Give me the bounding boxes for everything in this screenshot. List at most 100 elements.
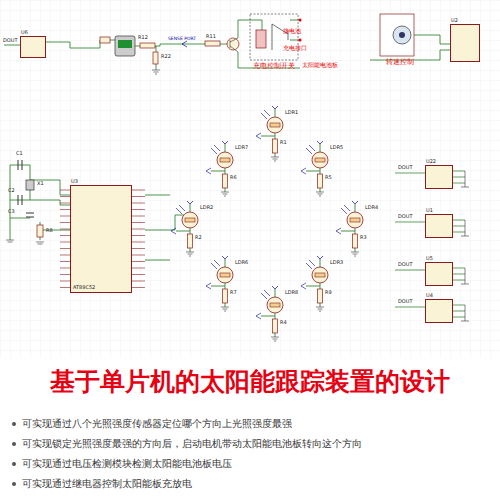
- part-label: R8: [46, 228, 53, 233]
- ldr-element: [315, 273, 325, 277]
- net-terminal: [301, 168, 306, 174]
- net-terminal: [206, 168, 211, 174]
- ground-symbol: [186, 252, 194, 256]
- pin: [60, 190, 70, 191]
- net-terminal: [336, 228, 341, 234]
- light-arrow: [176, 205, 185, 214]
- part-label: LDR2: [200, 205, 213, 210]
- pin: [132, 235, 145, 236]
- ic-chip: U2: [450, 24, 480, 62]
- resistor-symbol: [318, 289, 323, 303]
- part-label: C1: [16, 151, 23, 156]
- ground-symbol: [316, 307, 324, 311]
- pin: [132, 229, 145, 230]
- ldr-symbol: [267, 297, 283, 313]
- light-arrow: [211, 145, 220, 154]
- ic-chip: U5: [425, 262, 453, 286]
- part-label: R7: [230, 290, 237, 295]
- ground-symbol: [461, 171, 469, 187]
- pin: [60, 229, 70, 230]
- ldr-element: [270, 303, 280, 307]
- part-label: LDR5: [330, 145, 343, 150]
- part-reference: U4: [426, 293, 433, 298]
- ldr-symbol: [267, 117, 283, 133]
- part-label: R5: [325, 175, 332, 180]
- pin: [60, 203, 70, 204]
- pin: [60, 248, 70, 249]
- pin: [132, 248, 145, 249]
- part-label: R3: [360, 235, 367, 240]
- pin: [132, 242, 145, 243]
- power-terminal: [187, 201, 193, 204]
- power-terminal: [222, 256, 228, 259]
- part-reference: U6: [21, 30, 28, 35]
- power-terminal: [352, 201, 358, 204]
- part-label: R9: [325, 290, 332, 295]
- resistor-symbol: [188, 234, 193, 248]
- part-label: LDR8: [285, 290, 298, 295]
- pin: [132, 203, 145, 204]
- part-reference: U3: [71, 179, 78, 184]
- ground-symbol: [461, 305, 469, 321]
- ic-chip: U6: [20, 36, 46, 58]
- ground-symbol: [271, 337, 279, 341]
- pin: [132, 274, 145, 275]
- ground-symbol: [221, 192, 229, 196]
- net-terminal: [256, 313, 261, 319]
- ground-symbol: [351, 252, 359, 256]
- part-label: R6: [230, 175, 237, 180]
- pin: [60, 268, 70, 269]
- top-parts: [100, 14, 414, 74]
- part-label: R22: [161, 54, 171, 59]
- pin: [132, 222, 145, 223]
- pin: [132, 281, 145, 282]
- annotation: 充电控制开关: [253, 63, 295, 70]
- ldr-symbol: [347, 212, 363, 228]
- part-reference: U1: [426, 208, 433, 213]
- resistor-symbol: [223, 174, 228, 188]
- part-label: LDR4: [365, 205, 378, 210]
- ground-symbol: [461, 268, 469, 284]
- ground-symbol: [221, 307, 229, 311]
- title: 基于单片机的太阳能跟踪装置的设计: [0, 368, 500, 396]
- pin: [60, 287, 70, 288]
- pin: [132, 268, 145, 269]
- light-arrow: [306, 260, 315, 269]
- feature-note: 可实现锁定光照强度最强的方向后，启动电机带动太阳能电池板转向这个方向: [22, 439, 362, 449]
- ground-symbol: [316, 192, 324, 196]
- feature-note: 可实现通过继电器控制太阳能板充放电: [22, 479, 192, 489]
- ldr-symbol: [312, 152, 328, 168]
- pin: [132, 196, 145, 197]
- part-label: DOUT: [398, 165, 413, 170]
- pin: [60, 274, 70, 275]
- part-label: C3: [8, 209, 15, 214]
- ldr-symbol: [217, 152, 233, 168]
- resistor-symbol: [273, 139, 278, 153]
- crystal-parts: [6, 160, 44, 244]
- ldr-element: [185, 218, 195, 222]
- power-terminal: [317, 256, 323, 259]
- part-label: X1: [37, 181, 44, 186]
- pin: [132, 287, 145, 288]
- ldr-element: [220, 273, 230, 277]
- power-terminal: [317, 141, 323, 144]
- pin: [132, 190, 145, 191]
- ldr-symbol: [217, 267, 233, 283]
- part-label: LDR1: [285, 110, 298, 115]
- grid: [0, 0, 500, 358]
- light-arrow: [211, 260, 220, 269]
- part-label: DOUT: [398, 214, 413, 219]
- resistor-symbol: [273, 319, 278, 333]
- ldr-symbol: [312, 267, 328, 283]
- part-label: DOUT: [3, 38, 18, 43]
- ground-symbol: [271, 157, 279, 161]
- pin: [132, 209, 145, 210]
- light-arrow: [306, 145, 315, 154]
- ic-chip: U22: [425, 165, 453, 189]
- part-reference: U2: [451, 18, 458, 23]
- resistor-symbol: [318, 174, 323, 188]
- ldr-symbol: [182, 212, 198, 228]
- power-terminal: [272, 286, 278, 289]
- part-label: LDR7: [235, 145, 248, 150]
- ldr-element: [315, 158, 325, 162]
